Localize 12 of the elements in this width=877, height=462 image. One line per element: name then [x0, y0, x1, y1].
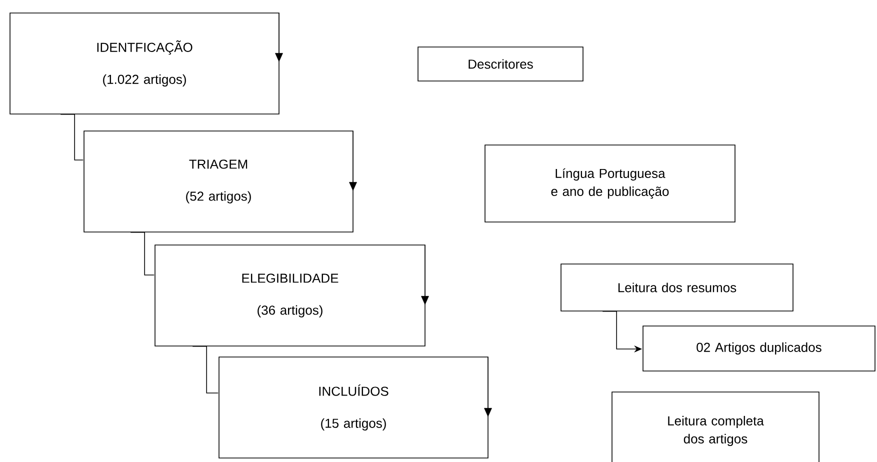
- connector: [192, 346, 219, 394]
- connector: [60, 114, 84, 160]
- process-box: ELEGIBILIDADE (36 artigos): [154, 244, 426, 346]
- process-box: Leitura dos resumos: [560, 264, 794, 312]
- process-box: TRIAGEM (52 artigos): [84, 130, 354, 232]
- process-box: INCLUÍDOS (15 artigos): [218, 356, 488, 458]
- process-box: Língua Portuguesa e ano de publicação: [484, 144, 736, 222]
- process-box: Leitura completa dos artigos: [612, 392, 820, 462]
- process-box: Descritores: [418, 46, 584, 82]
- process-box: IDENTFICAÇÃO (1.022 artigos): [10, 12, 280, 114]
- process-box: 02 Artigos duplicados: [642, 326, 876, 372]
- connector: [130, 232, 155, 276]
